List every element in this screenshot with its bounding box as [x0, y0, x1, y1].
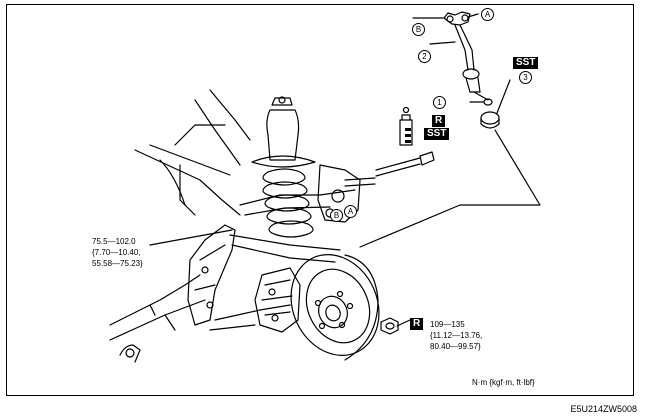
sst-tool	[399, 114, 413, 146]
body-frame-rail	[174, 124, 226, 146]
torque-units: N·m {kgf·m, ft·lbf}	[472, 378, 535, 387]
callout-1: 1	[433, 96, 446, 109]
upper-arm-shaft	[473, 91, 489, 101]
subframe-rail	[109, 274, 201, 326]
trailing-link	[194, 244, 226, 291]
body-frame-rail	[209, 89, 251, 141]
coil-spring	[262, 168, 314, 238]
body-frame-rail	[134, 149, 241, 216]
leader-line	[149, 229, 233, 246]
lower-arm	[214, 304, 291, 321]
torque-spec-bottom-line-1: 109—135	[430, 320, 465, 329]
shock-boot	[266, 109, 300, 161]
shock-top-mount	[271, 97, 293, 106]
body-frame-rail	[194, 99, 241, 166]
callout-2: 2	[418, 50, 431, 63]
leader-line	[396, 319, 411, 327]
lower-arm	[209, 324, 256, 331]
subframe-rail	[149, 304, 176, 331]
leader-line	[496, 79, 511, 114]
callout-a-upper-arm: A	[481, 8, 494, 21]
knuckle-bolt	[344, 177, 376, 187]
replace-tag-mid: R	[432, 115, 446, 127]
bolt-head	[419, 151, 435, 166]
callout-b-upper-arm: B	[412, 23, 425, 36]
subframe-rail	[119, 344, 141, 363]
subframe-rail	[109, 299, 206, 341]
callout-a-knuckle: A	[344, 205, 357, 218]
leader-line	[359, 129, 541, 248]
mounting-bolt	[375, 157, 421, 171]
brake-disc-inner	[305, 268, 371, 344]
lock-nut	[380, 317, 399, 335]
torque-spec-bottom-line-2: {11.12—13.76,	[430, 331, 483, 340]
figure-code: E5U214ZW5008	[570, 404, 637, 414]
brake-caliper	[254, 267, 301, 333]
shock-seat	[251, 155, 316, 168]
trailing-link	[187, 224, 236, 326]
lateral-link	[239, 189, 356, 206]
torque-spec-bottom-line-3: 80.40—99.57}	[430, 342, 481, 351]
upper-arm	[443, 11, 471, 26]
body-frame-rail	[159, 159, 186, 206]
callout-3: 3	[519, 71, 532, 84]
subframe-bolt	[125, 348, 135, 358]
brake-disc	[290, 254, 380, 356]
dust-shield	[344, 254, 379, 361]
torque-spec-left-line-3: 55.58—75.23}	[92, 259, 143, 268]
body-frame-rail	[149, 144, 231, 176]
torque-spec-left-line-2: {7.70—10.40,	[92, 248, 141, 257]
sst-tag-mid: SST	[424, 128, 450, 140]
bushing	[480, 111, 500, 125]
lower-arm	[231, 244, 336, 263]
torque-spec-left-line-1: 75.5—102.0	[92, 237, 136, 246]
upper-arm	[454, 24, 475, 71]
diagram-frame	[6, 4, 634, 396]
leader-line	[467, 13, 479, 18]
callout-b-knuckle: B	[330, 209, 343, 222]
body-frame-rail	[179, 164, 196, 216]
sst-tag-top: SST	[513, 57, 539, 69]
leader-line	[429, 41, 456, 45]
lower-arm	[229, 234, 341, 251]
replace-tag-bottom: R	[410, 318, 424, 330]
